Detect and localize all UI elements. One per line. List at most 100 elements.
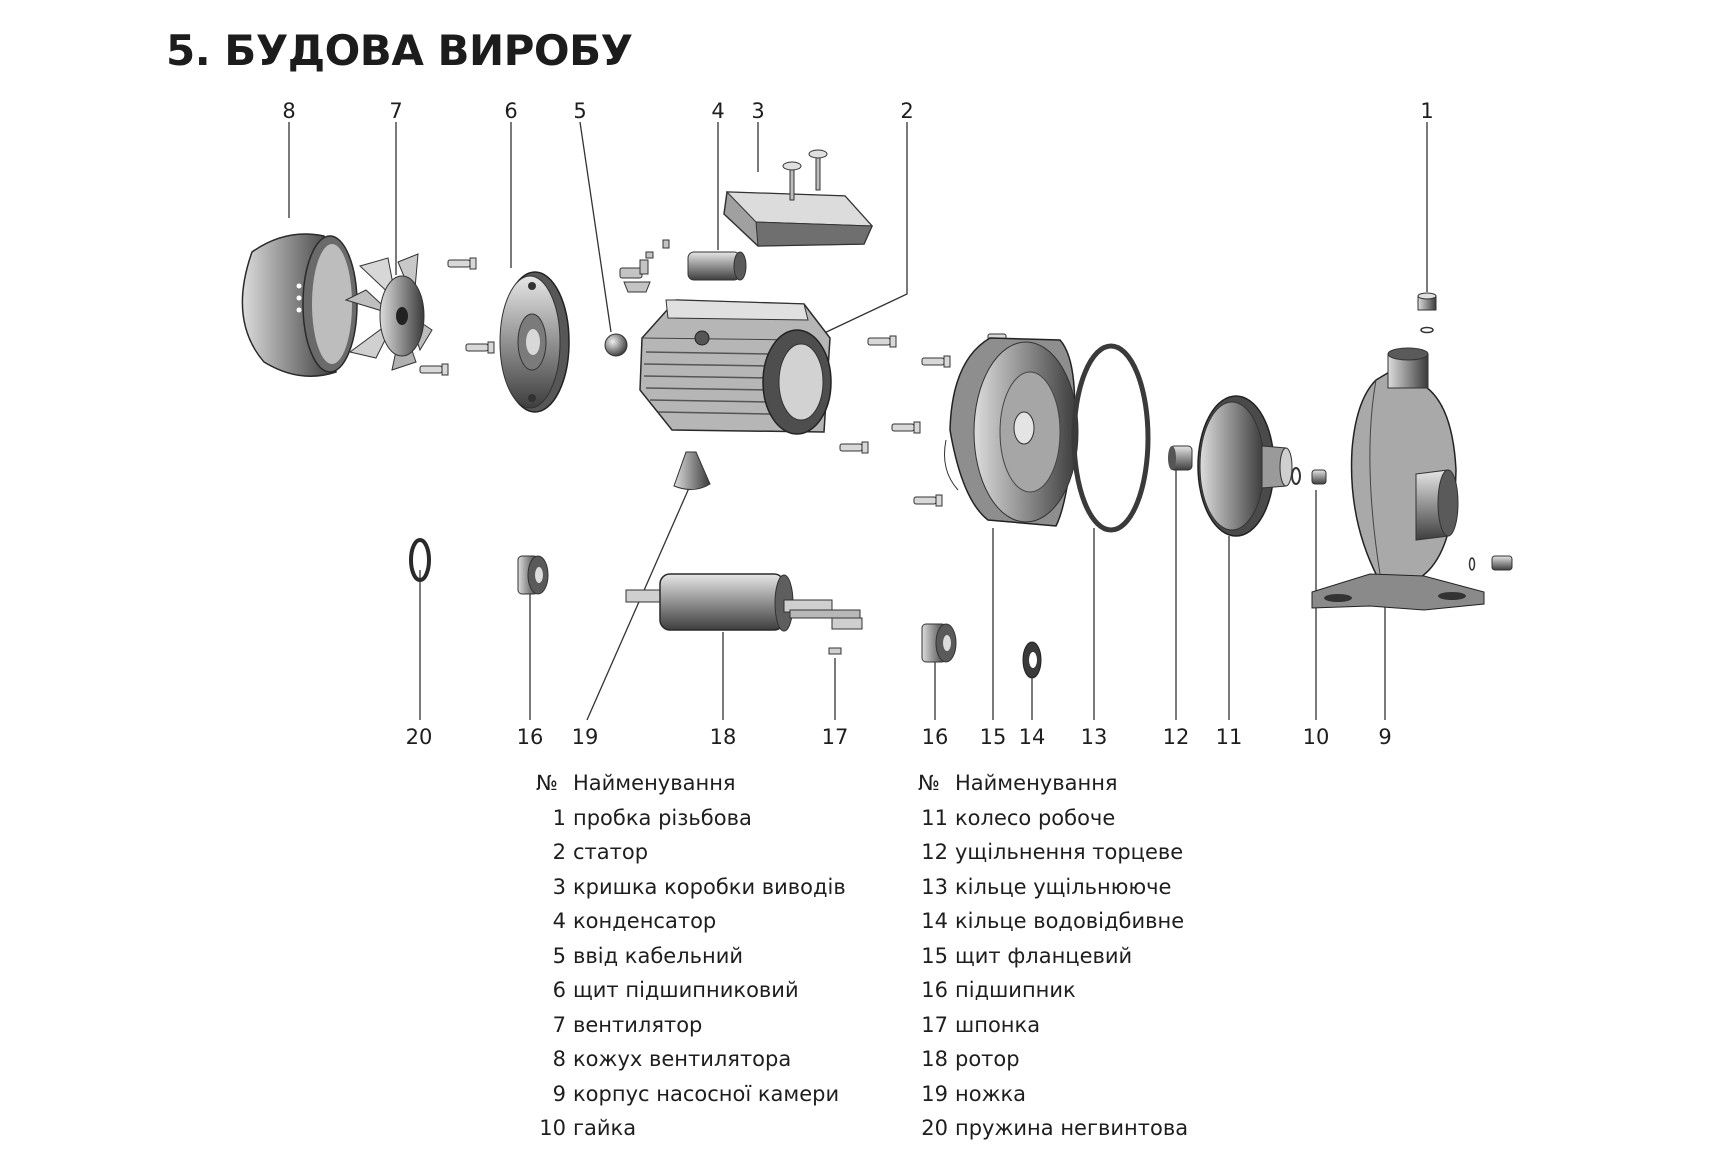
legend-item-num: 18 — [921, 1047, 948, 1071]
legend-item-num: 4 — [552, 909, 566, 933]
capacitor-part — [687, 251, 747, 281]
foot-part — [673, 451, 711, 490]
legend-item-num: 8 — [552, 1047, 566, 1071]
legend-item-name: кільце водовідбивне — [955, 909, 1185, 933]
callout-17: 17 — [822, 725, 849, 749]
flange-shield-part — [944, 337, 1079, 527]
bearing-shield-part — [499, 271, 570, 413]
legend-item-name: щит підшипниковий — [573, 978, 799, 1002]
legend-item: 10 гайка — [536, 1111, 846, 1146]
legend-item-num: 16 — [921, 978, 948, 1002]
legend-header-num: № — [918, 771, 940, 795]
legend-item-name: конденсатор — [573, 909, 717, 933]
legend-item: 7 вентилятор — [536, 1008, 846, 1043]
legend-item-name: кожух вентилятора — [573, 1047, 792, 1071]
stator-part — [639, 299, 832, 435]
legend-item: 9 корпус насосної камери — [536, 1077, 846, 1112]
legend-item: 18 ротор — [918, 1042, 1188, 1077]
legend-header-num: № — [536, 771, 558, 795]
legend-item-name: вентилятор — [573, 1012, 703, 1037]
callout-19: 19 — [572, 725, 599, 749]
callout-3: 3 — [751, 99, 764, 123]
legend-item-num: 13 — [921, 874, 948, 899]
legend-item-name: корпус насосної камери — [573, 1081, 840, 1106]
legend-header-name: Найменування — [955, 771, 1118, 795]
legend-item: 13 кільце ущільнююче — [918, 870, 1188, 905]
legend-item-name: пробка різьбова — [573, 805, 752, 830]
drain-plug-part — [1468, 555, 1513, 571]
legend-item: 1 пробка різьбова — [536, 801, 846, 836]
legend-item-num: 14 — [921, 909, 948, 933]
legend-item: 12 ущільнення торцеве — [918, 835, 1188, 870]
legend-item: 14 кільце водовідбивне — [918, 904, 1188, 939]
legend-item: 4 конденсатор — [536, 904, 846, 939]
legend-item-num: 10 — [539, 1116, 566, 1140]
callout-15: 15 — [980, 725, 1007, 749]
callout-16b: 16 — [922, 725, 949, 749]
legend-item-num: 17 — [921, 1012, 948, 1037]
legend-item-name: статор — [573, 840, 649, 864]
legend-item-num: 1 — [552, 805, 566, 830]
legend-item: 6 щит підшипниковий — [536, 973, 846, 1008]
legend-item-num: 6 — [552, 978, 566, 1002]
callout-5: 5 — [573, 99, 586, 123]
legend-item-num: 20 — [921, 1116, 948, 1140]
legend-item-name: ротор — [955, 1047, 1020, 1071]
impeller-part — [1197, 395, 1293, 537]
cable-entry-part — [604, 333, 628, 357]
callout-11: 11 — [1216, 725, 1243, 749]
legend-header-name: Найменування — [573, 771, 736, 795]
threaded-plug-part — [1417, 292, 1437, 334]
callout-20: 20 — [406, 725, 433, 749]
legend-item-name: кільце ущільнююче — [955, 874, 1172, 899]
bearing-part — [921, 623, 957, 663]
callout-12: 12 — [1163, 725, 1190, 749]
leader-line-5 — [579, 121, 612, 333]
callout-1: 1 — [1420, 99, 1433, 123]
callout-16a: 16 — [517, 725, 544, 749]
legend-item-num: 11 — [921, 805, 948, 830]
callout-7: 7 — [389, 99, 402, 123]
callout-10: 10 — [1303, 725, 1330, 749]
callout-18: 18 — [710, 725, 737, 749]
legend-item-name: гайка — [573, 1116, 637, 1140]
screw-part — [839, 333, 1007, 507]
legend-item-name: кришка коробки виводів — [573, 874, 846, 899]
legend-item-name: підшипник — [955, 978, 1076, 1002]
fan-part — [344, 253, 433, 371]
legend-item-num: 7 — [552, 1012, 566, 1037]
legend-header: № Найменування — [918, 766, 1188, 801]
callout-8: 8 — [282, 99, 295, 123]
leader-line-2 — [819, 122, 908, 336]
key-part — [828, 647, 842, 655]
terminal-box-cover-part — [723, 149, 874, 247]
legend-item-name: ножка — [955, 1081, 1027, 1106]
callout-13: 13 — [1081, 725, 1108, 749]
nut-part — [1291, 467, 1327, 485]
legend-item-name: ущільнення торцеве — [955, 840, 1184, 864]
rotor-part — [625, 573, 863, 632]
legend-item: 8 кожух вентилятора — [536, 1042, 846, 1077]
legend-item-num: 3 — [552, 874, 566, 899]
callout-9: 9 — [1378, 725, 1391, 749]
legend-item-num: 9 — [552, 1081, 566, 1106]
legend-item-num: 12 — [921, 840, 948, 864]
callout-14: 14 — [1019, 725, 1046, 749]
legend-item-name: шпонка — [955, 1012, 1041, 1037]
terminal-parts — [619, 239, 670, 293]
callout-2: 2 — [900, 99, 913, 123]
callout-6: 6 — [504, 99, 517, 123]
water-deflector-ring-part — [1022, 641, 1042, 679]
legend-item-num: 15 — [921, 943, 948, 968]
fan-cover-part — [241, 233, 358, 377]
pump-housing-part — [1311, 347, 1485, 611]
mechanical-seal-part — [1168, 445, 1193, 471]
legend-item: 16 підшипник — [918, 973, 1188, 1008]
